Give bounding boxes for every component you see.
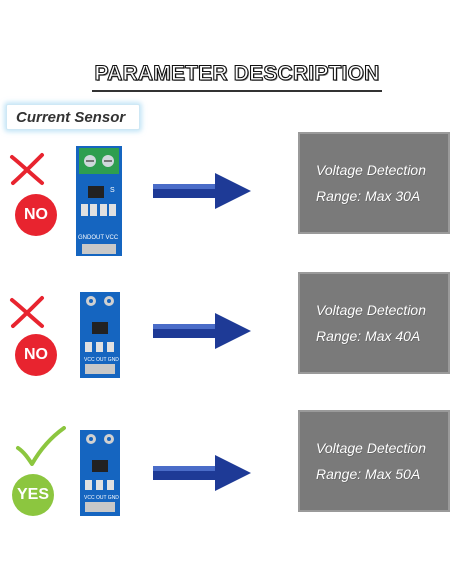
yes-badge: YES <box>12 474 54 516</box>
section-tag: Current Sensor <box>6 104 140 130</box>
arrow-icon <box>153 313 251 349</box>
arrow-icon <box>153 173 251 209</box>
info-panel-40a: Voltage Detection Range: Max 40A <box>298 272 450 374</box>
comparison-row-40a: NO VCC OUT GND Voltage Detection Range: … <box>0 272 452 400</box>
svg-text:S: S <box>110 187 115 194</box>
board-pin-labels: VCC OUT GND <box>84 357 119 363</box>
board-pin-labels: VCC OUT GND <box>84 495 119 501</box>
info-line-2: Range: Max 50A <box>316 466 421 482</box>
cross-icon <box>10 153 44 185</box>
comparison-row-30a: NO S GNDOUT VCC Voltage Detection Range:… <box>0 132 452 260</box>
arrow-icon <box>153 455 251 491</box>
cross-icon <box>10 296 44 328</box>
no-badge: NO <box>15 194 57 236</box>
no-badge: NO <box>15 334 57 376</box>
sensor-board-40a: VCC OUT GND <box>80 292 120 378</box>
info-panel-50a: Voltage Detection Range: Max 50A <box>298 410 450 512</box>
info-line-2: Range: Max 40A <box>316 328 421 344</box>
info-line-1: Voltage Detection <box>316 302 426 318</box>
info-line-1: Voltage Detection <box>316 162 426 178</box>
sensor-board-50a: VCC OUT GND <box>80 430 120 516</box>
title-underline <box>92 90 382 92</box>
check-icon <box>16 426 66 466</box>
info-panel-30a: Voltage Detection Range: Max 30A <box>298 132 450 234</box>
info-line-2: Range: Max 30A <box>316 188 421 204</box>
comparison-row-50a: YES VCC OUT GND Voltage Detection Range:… <box>0 410 452 538</box>
info-line-1: Voltage Detection <box>316 440 426 456</box>
board-pin-labels: GNDOUT VCC <box>78 235 119 241</box>
page-title: PARAMETER DESCRIPTION <box>94 61 380 85</box>
sensor-board-30a: S GNDOUT VCC <box>76 146 122 256</box>
